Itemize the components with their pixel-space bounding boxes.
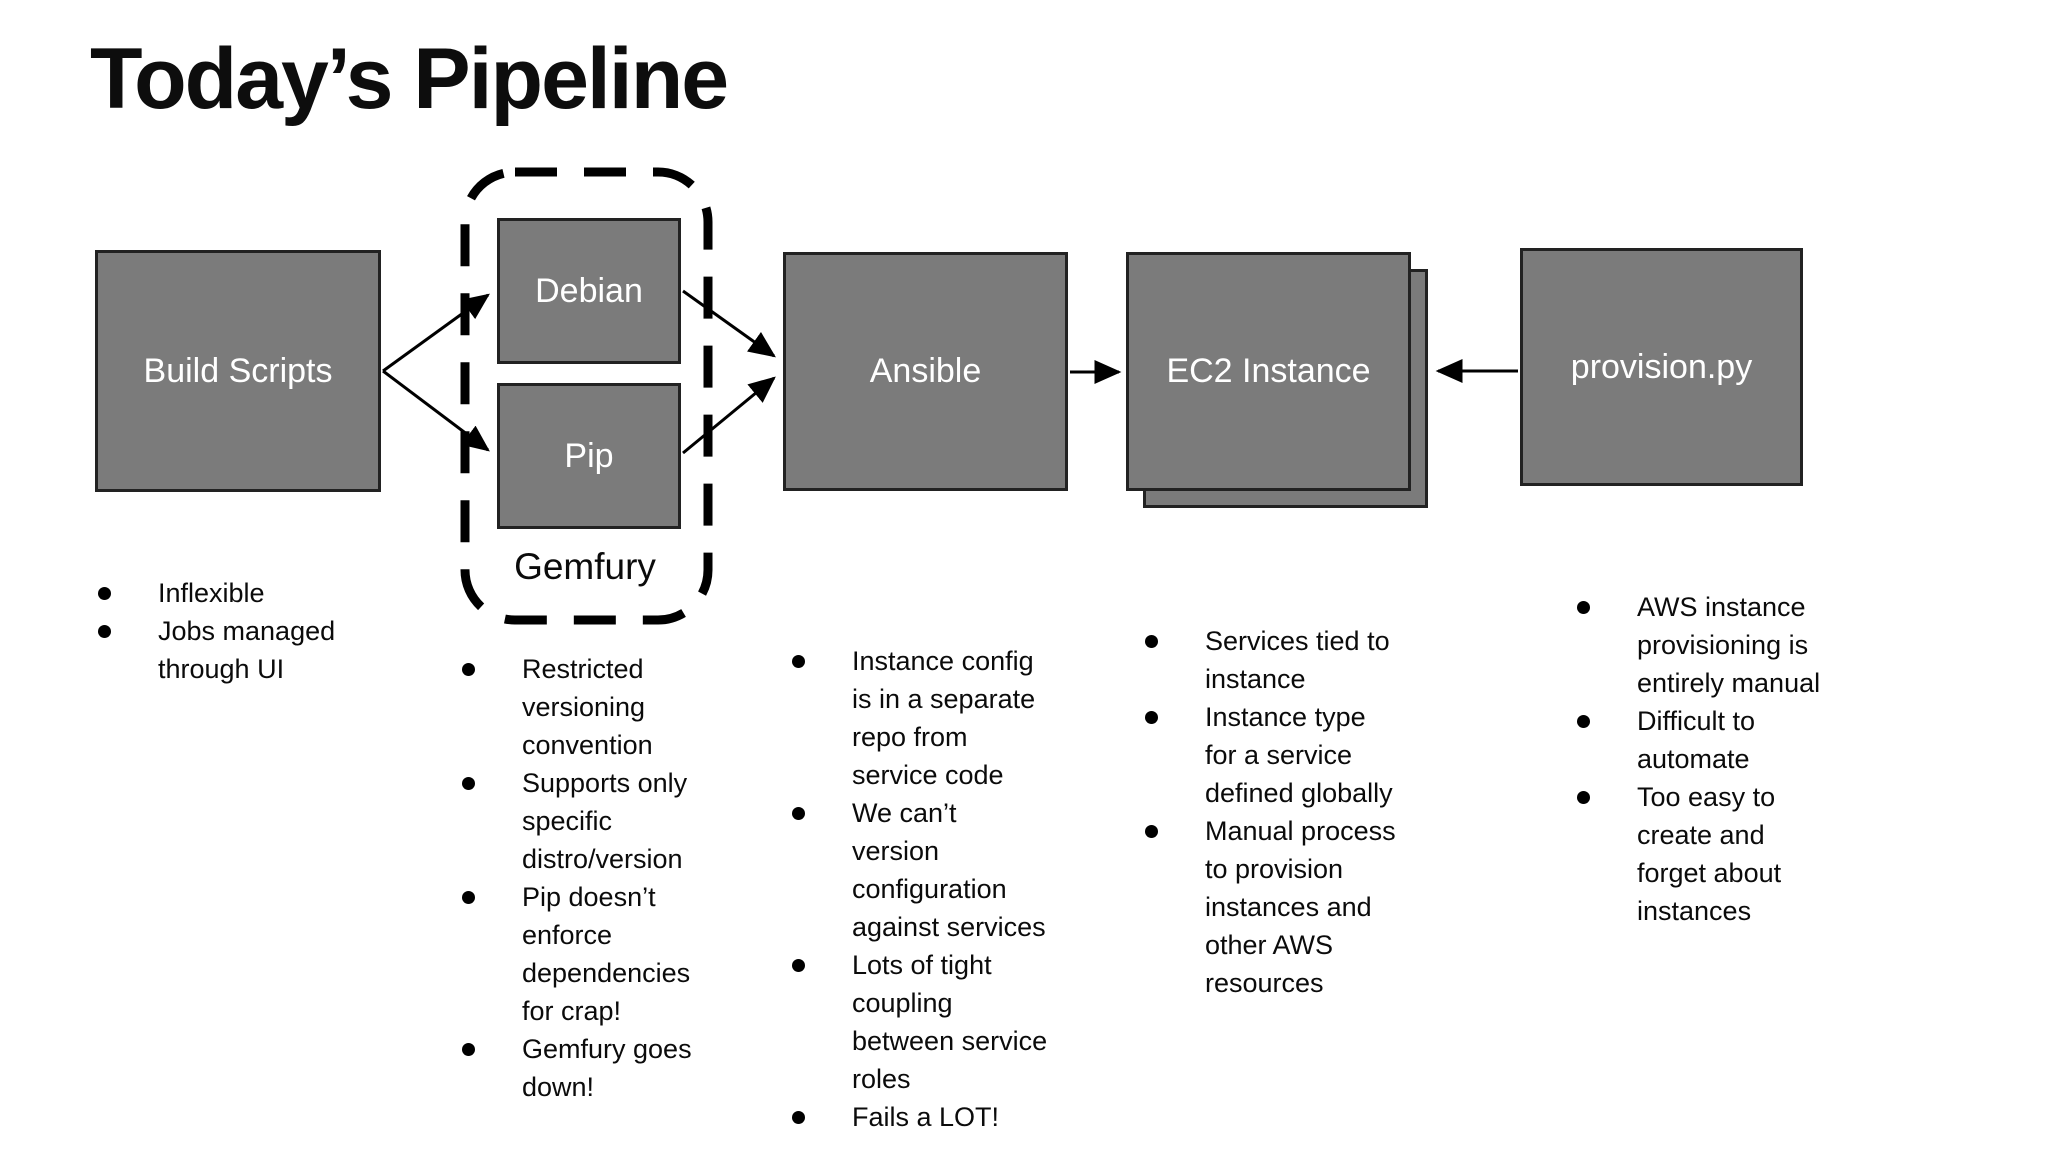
bullet-list-ansible: Instance config is in a separate repo fr… <box>792 642 1102 1136</box>
bullet-text: Pip doesn’t enforce dependencies for cra… <box>522 882 691 1026</box>
list-item: Lots of tight coupling between service r… <box>792 946 1102 1098</box>
bullet-text: Services tied to instance <box>1205 626 1390 694</box>
box-pip: Pip <box>497 383 681 529</box>
list-item: Difficult to automate <box>1577 702 1897 778</box>
arrow-build-to-debian-icon <box>382 293 490 373</box>
bullet-dot-icon <box>792 959 805 972</box>
bullet-dot-icon <box>1577 715 1590 728</box>
list-item: Pip doesn’t enforce dependencies for cra… <box>462 878 762 1030</box>
bullet-dot-icon <box>1577 601 1590 614</box>
list-item: Too easy to create and forget about inst… <box>1577 778 1897 930</box>
list-item: Services tied to instance <box>1145 622 1455 698</box>
bullet-text: Manual process to provision instances an… <box>1205 816 1396 998</box>
bullet-text: Difficult to automate <box>1637 706 1756 774</box>
bullet-text: Gemfury goes down! <box>522 1034 692 1102</box>
bullet-dot-icon <box>792 655 805 668</box>
bullet-dot-icon <box>1145 711 1158 724</box>
list-item: We can’t version configuration against s… <box>792 794 1102 946</box>
page-title: Today’s Pipeline <box>90 31 729 127</box>
box-pip-label: Pip <box>564 436 614 475</box>
bullet-text: Instance type for a service defined glob… <box>1205 702 1393 808</box>
bullet-dot-icon <box>462 777 475 790</box>
bullet-dot-icon <box>1145 635 1158 648</box>
bullet-text: Lots of tight coupling between service r… <box>852 950 1048 1094</box>
box-build-scripts-label: Build Scripts <box>143 351 333 390</box>
box-ec2-instance-label: EC2 Instance <box>1166 352 1371 390</box>
box-provision-py: provision.py <box>1520 248 1803 486</box>
arrow-build-to-pip-icon <box>382 369 490 452</box>
bullet-dot-icon <box>462 663 475 676</box>
bullet-dot-icon <box>462 1043 475 1056</box>
list-item: Gemfury goes down! <box>462 1030 762 1106</box>
list-item: Jobs managed through UI <box>98 612 398 688</box>
box-debian: Debian <box>497 218 681 364</box>
list-item: Manual process to provision instances an… <box>1145 812 1455 1002</box>
bullet-dot-icon <box>1145 825 1158 838</box>
bullet-text: Jobs managed through UI <box>158 616 336 684</box>
bullet-dot-icon <box>1577 791 1590 804</box>
list-item: Supports only specific distro/version <box>462 764 762 878</box>
box-provision-py-label: provision.py <box>1570 347 1753 386</box>
box-build-scripts: Build Scripts <box>95 250 381 492</box>
box-ansible-label: Ansible <box>869 352 982 390</box>
bullet-dot-icon <box>792 807 805 820</box>
list-item: Restricted versioning convention <box>462 650 762 764</box>
box-ec2-instance: EC2 Instance <box>1126 252 1411 491</box>
bullet-text: Supports only specific distro/version <box>522 768 688 874</box>
gemfury-group-outline <box>460 167 713 625</box>
bullet-dot-icon <box>98 587 111 600</box>
bullet-text: Restricted versioning convention <box>522 654 653 760</box>
box-debian-label: Debian <box>535 271 643 310</box>
bullet-dot-icon <box>462 891 475 904</box>
arrow-debian-to-ansible-icon <box>682 289 776 358</box>
bullet-list-ec2-instance: Services tied to instance Instance type … <box>1145 622 1455 1002</box>
bullet-list-build-scripts: Inflexible Jobs managed through UI <box>98 574 398 688</box>
list-item: AWS instance provisioning is entirely ma… <box>1577 588 1897 702</box>
list-item: Instance type for a service defined glob… <box>1145 698 1455 812</box>
bullet-text: Instance config is in a separate repo fr… <box>852 646 1036 790</box>
bullet-dot-icon <box>98 625 111 638</box>
bullet-text: We can’t version configuration against s… <box>852 798 1046 942</box>
bullet-text: AWS instance provisioning is entirely ma… <box>1637 592 1821 698</box>
gemfury-group-label: Gemfury <box>514 546 656 587</box>
bullet-list-gemfury: Restricted versioning convention Support… <box>462 650 762 1106</box>
bullet-text: Too easy to create and forget about inst… <box>1637 782 1782 926</box>
list-item: Instance config is in a separate repo fr… <box>792 642 1102 794</box>
bullet-text: Inflexible <box>158 578 265 608</box>
arrow-pip-to-ansible-icon <box>682 376 776 455</box>
bullet-dot-icon <box>792 1111 805 1124</box>
list-item: Fails a LOT! <box>792 1098 1102 1136</box>
box-ansible: Ansible <box>783 252 1068 491</box>
bullet-list-provision-py: AWS instance provisioning is entirely ma… <box>1577 588 1897 930</box>
list-item: Inflexible <box>98 574 398 612</box>
bullet-text: Fails a LOT! <box>852 1102 1000 1132</box>
